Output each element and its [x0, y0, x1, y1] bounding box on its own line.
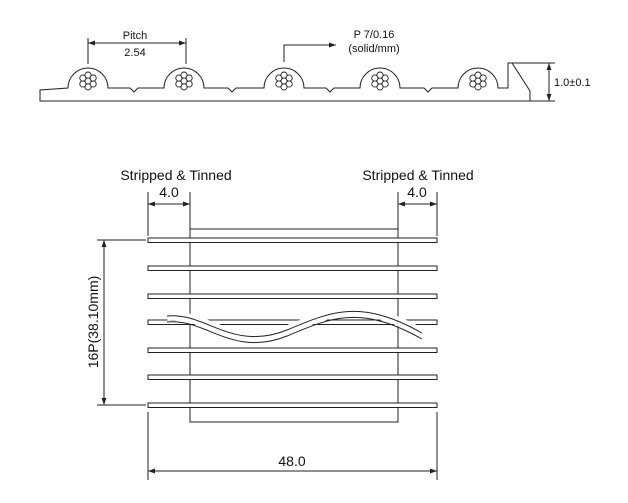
conductor-strand [280, 71, 288, 79]
conductor-strand [474, 83, 482, 91]
conductor-strand [84, 71, 92, 79]
conductor-strand [275, 80, 283, 88]
conductor-line [147, 374, 438, 380]
conductor-line [147, 293, 438, 299]
break-symbol [166, 306, 425, 344]
conductor-strand [474, 71, 482, 79]
conductor-strand [371, 80, 379, 88]
right-strip-label: Stripped & Tinned [362, 167, 473, 183]
cross-section-view: 1.0±0.1 Pitch 2.54 P 7/0.16 (solid/mm) [39, 29, 591, 102]
conductor-spec: P 7/0.16 [354, 29, 395, 41]
conductor-strand [469, 80, 477, 88]
conductor-line [147, 237, 438, 243]
conductor-strand [479, 74, 487, 82]
conductor-strand [285, 74, 293, 82]
conductor-bundle [79, 71, 97, 91]
left-strip-label: Stripped & Tinned [120, 167, 231, 183]
conductor-strand [381, 74, 389, 82]
conductor-strand [79, 80, 87, 88]
conductor-strand [376, 71, 384, 79]
plan-view: Stripped & Tinned 4.0 Stripped & Tinned … [85, 167, 474, 480]
conductor-strand [371, 74, 379, 82]
conductor-bundle [469, 71, 487, 91]
cable-profile-outline [39, 62, 531, 102]
conductor-note: (solid/mm) [348, 43, 399, 55]
conductor-lines [147, 237, 438, 408]
pitch-value: 2.54 [124, 47, 145, 59]
pitch-label: Pitch [123, 30, 147, 42]
thickness-value: 1.0±0.1 [554, 77, 591, 89]
conductor-line [147, 265, 438, 271]
conductor-strand [84, 83, 92, 91]
conductor-strand [469, 74, 477, 82]
conductor-bundle [275, 71, 293, 91]
conductor-strand [180, 71, 188, 79]
conductor-strand [275, 74, 283, 82]
conductor-strands [79, 71, 487, 91]
conductor-strand [180, 83, 188, 91]
conductor-strand [376, 83, 384, 91]
conductor-line [147, 347, 438, 353]
conductor-line [147, 402, 438, 408]
overall-length-value: 48.0 [278, 453, 305, 469]
conductor-strand [185, 74, 193, 82]
right-strip-value: 4.0 [407, 184, 427, 200]
conductor-strand [175, 74, 183, 82]
conductor-strand [280, 83, 288, 91]
conductor-strand [175, 80, 183, 88]
conductor-strand [89, 74, 97, 82]
pitch-span-value: 16P(38.10mm) [85, 276, 101, 369]
conductor-strand [79, 74, 87, 82]
conductor-bundle [175, 71, 193, 91]
conductor-leader-line [283, 42, 336, 62]
left-strip-value: 4.0 [159, 184, 179, 200]
conductor-bundle [371, 71, 389, 91]
